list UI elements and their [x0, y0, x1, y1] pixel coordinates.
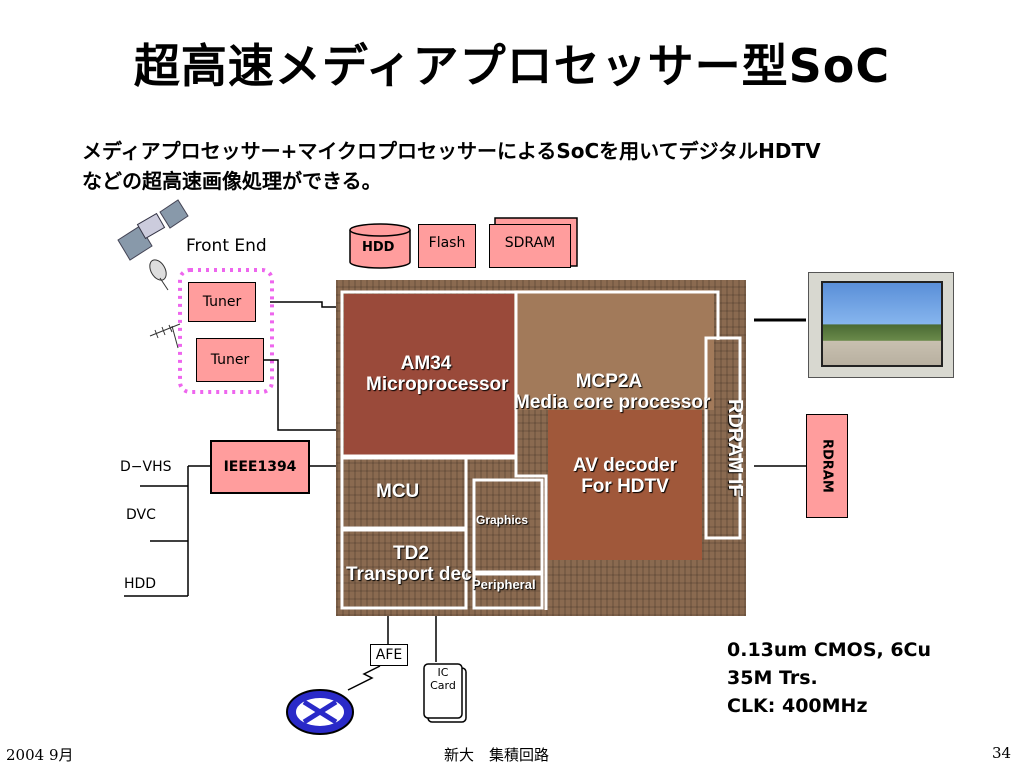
tuner-1-label: Tuner	[202, 294, 242, 310]
graphics-label: Graphics	[476, 513, 529, 527]
av-decoder-label: AV decoder For HDTV	[550, 455, 700, 498]
page-number: 34	[992, 744, 1012, 762]
am34-line-1: AM34	[400, 353, 452, 374]
slide-title: 超高速メディアプロセッサー型SoC	[133, 39, 891, 93]
spec-line-3: CLK: 400MHz	[727, 695, 868, 717]
spec-line-1: 0.13um CMOS, 6Cu	[727, 639, 932, 661]
td2-line-1: TD2	[393, 543, 429, 564]
lead-line-2: などの超高速画像処理ができる。	[82, 169, 382, 193]
ic-card-line-1: IC	[437, 666, 449, 679]
soc-die: AM34 Microprocessor MCP2A Media core pro…	[336, 280, 746, 616]
rdram-label: RDRAM	[819, 439, 835, 493]
footer-center: 新大 集積回路	[444, 746, 550, 764]
av-line-1: AV decoder	[572, 455, 678, 476]
rdram-box: RDRAM	[806, 414, 848, 518]
afe-box: AFE	[370, 644, 408, 666]
front-end-frame	[178, 268, 274, 394]
spec-line-2: 35M Trs.	[727, 667, 818, 689]
tuner-2-label: Tuner	[210, 352, 250, 368]
td2-line-2: Transport dec.	[346, 563, 477, 585]
av-line-2: For HDTV	[581, 475, 669, 497]
antenna-icon	[149, 323, 181, 349]
lead-text: メディアプロセッサー+マイクロプロセッサーによるSoCを用いてデジタルHDTV …	[82, 136, 962, 196]
ic-card-line-2: Card	[430, 679, 456, 692]
flash-label: Flash	[428, 235, 466, 251]
ieee1394-label: IEEE1394	[223, 459, 297, 475]
afe-label: AFE	[375, 647, 403, 663]
rdram-if-label: RDRAM IF	[724, 399, 746, 497]
sdram-box: SDRAM	[489, 224, 571, 268]
lead-line-1: メディアプロセッサー+マイクロプロセッサーによるSoCを用いてデジタルHDTV	[82, 139, 821, 163]
hdd-ext-label: HDD	[124, 576, 157, 592]
ic-card-label: IC Card	[424, 666, 462, 692]
dvc-label: DVC	[126, 507, 156, 523]
sdram-label: SDRAM	[504, 235, 556, 251]
hdd-top-label: HDD	[362, 240, 395, 255]
peripheral-label: Peripheral	[472, 577, 536, 592]
network-globe-icon	[286, 689, 354, 735]
td2-label: TD2 Transport dec.	[346, 543, 477, 586]
tuner-box-2: Tuner	[196, 338, 264, 382]
ieee1394-box: IEEE1394	[210, 440, 310, 494]
dvhs-label: D−VHS	[120, 459, 172, 475]
front-end-label: Front End	[186, 236, 267, 256]
mcp2a-line-1: MCP2A	[575, 371, 643, 392]
mcp2a-label: MCP2A Media core processor	[514, 371, 711, 414]
hdd-cylinder-icon	[349, 223, 411, 269]
mcp2a-line-2: Media core processor	[514, 391, 711, 413]
die-block-outlines	[340, 290, 742, 610]
tv-image	[808, 272, 954, 378]
tuner-box-1: Tuner	[188, 282, 256, 322]
satellite-icon	[117, 199, 189, 261]
am34-line-2: Microprocessor	[366, 373, 509, 395]
mcu-label: MCU	[376, 481, 420, 502]
flash-box: Flash	[418, 224, 476, 268]
am34-label: AM34 Microprocessor	[366, 353, 509, 396]
chip-specs: 0.13um CMOS, 6Cu 35M Trs. CLK: 400MHz	[727, 636, 931, 720]
satellite-dish-icon	[149, 259, 169, 291]
footer-date: 2004 9月	[6, 746, 74, 764]
